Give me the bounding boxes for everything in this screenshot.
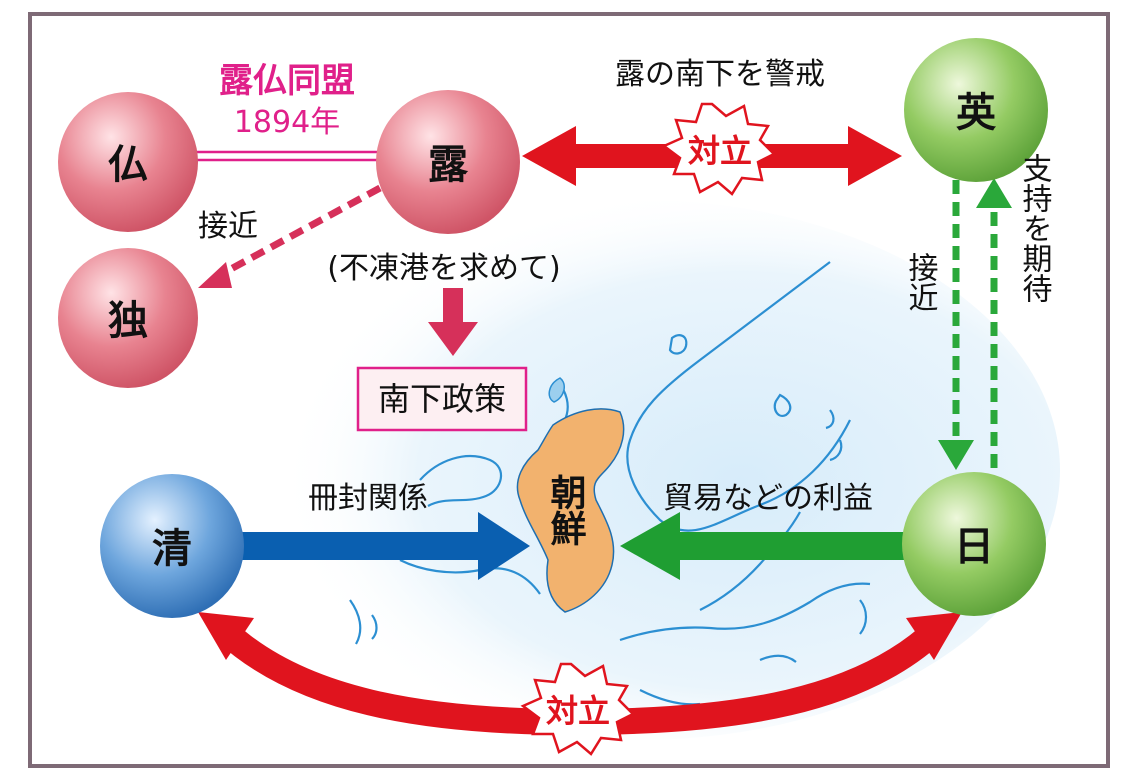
node-qing: 清 <box>100 474 244 618</box>
approach-arrow-russia-germany <box>198 184 382 288</box>
node-britain: 英 <box>904 38 1048 182</box>
japan-label: 日 <box>954 524 994 570</box>
russia-label: 露 <box>428 142 469 188</box>
alliance-year: 1894年 <box>234 105 340 140</box>
southward-policy-label: 南下政策 <box>378 380 506 418</box>
trade-label: 貿易などの利益 <box>663 481 873 516</box>
confront-top-label: 対立 <box>688 132 752 170</box>
expect-support-label: 支持を期待 <box>1017 153 1053 303</box>
alliance-name: 露仏同盟 <box>219 61 355 101</box>
trade-arrow <box>620 512 910 580</box>
map-background <box>220 200 1060 740</box>
alliance-line <box>196 150 378 162</box>
germany-label: 独 <box>108 298 148 344</box>
wary-label: 露の南下を警戒 <box>615 57 825 92</box>
southward-policy-box <box>356 366 528 432</box>
approach-left-label: 接近 <box>198 209 258 244</box>
qing-label: 清 <box>152 526 192 572</box>
node-germany: 独 <box>58 248 198 388</box>
france-label: 仏 <box>108 142 148 188</box>
confront-badge-bottom <box>520 662 636 756</box>
confront-badge-top <box>661 102 777 196</box>
approach-right-label: 接近 <box>903 252 939 312</box>
britain-label: 英 <box>956 90 997 136</box>
southward-arrow <box>428 288 478 356</box>
node-russia: 露 <box>376 90 520 234</box>
tributary-label: 冊封関係 <box>308 481 428 516</box>
support-arrow-japan-britain <box>976 178 1012 468</box>
node-france: 仏 <box>58 92 198 232</box>
approach-arrow-britain-japan <box>938 180 974 470</box>
node-japan: 日 <box>902 472 1046 616</box>
seeking-port-label: (不凍港を求めて) <box>327 251 560 286</box>
confront-bottom-label: 対立 <box>546 692 610 730</box>
korea-peninsula-shape <box>516 408 625 613</box>
tributary-arrow <box>232 512 530 580</box>
korea-label: 朝鮮 <box>545 474 587 546</box>
